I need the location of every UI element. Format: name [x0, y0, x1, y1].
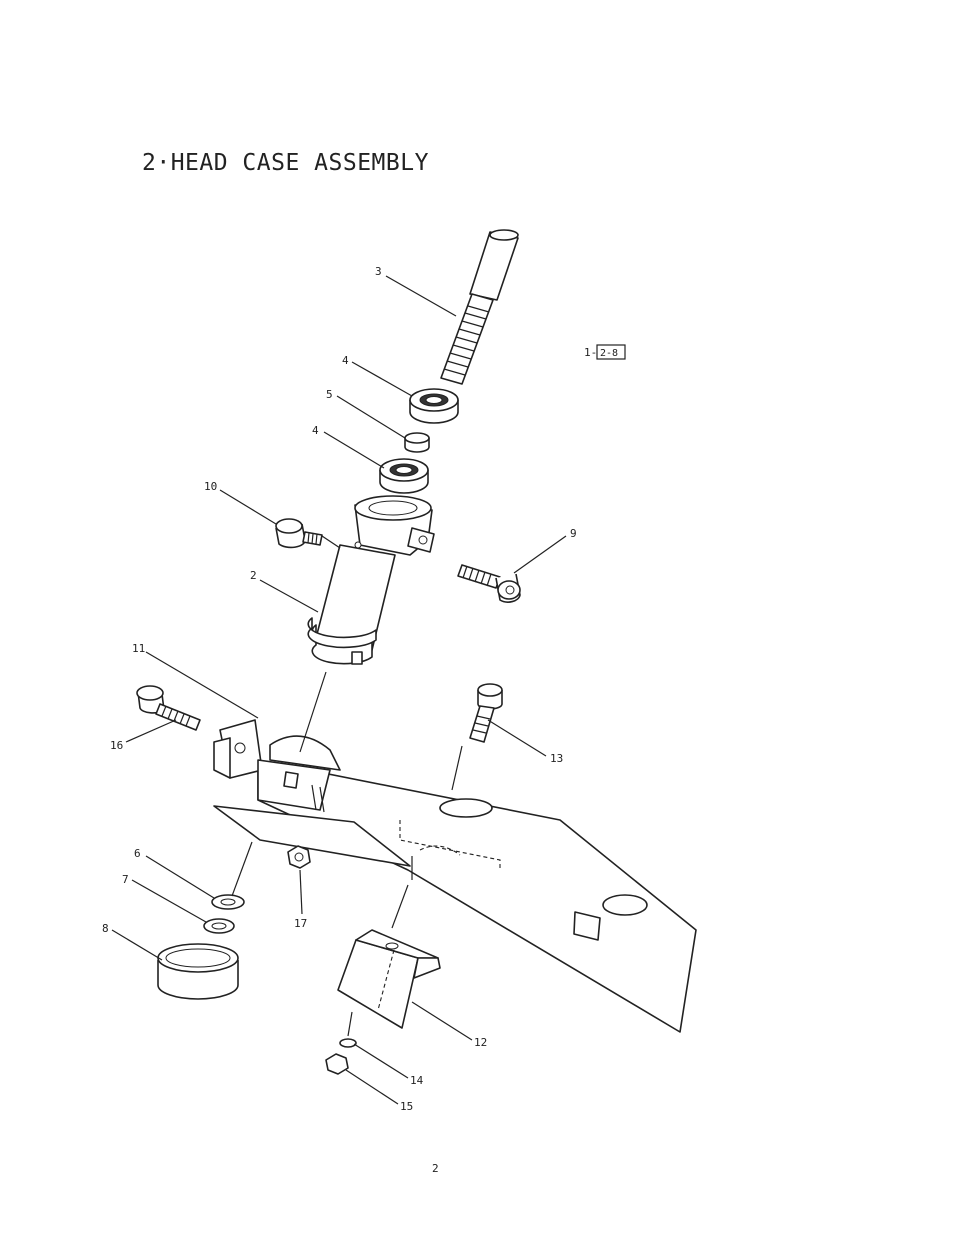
callout-5: 5 — [326, 388, 333, 401]
callout-15: 15 — [400, 1100, 413, 1113]
part-9-screw — [457, 564, 521, 603]
callout-4-upper: 4 — [342, 354, 349, 367]
part-8-collar — [157, 943, 239, 1000]
part-2-head-case — [307, 495, 435, 665]
reference-boxed-text: 2-8 — [600, 348, 618, 359]
callout-7: 7 — [122, 873, 129, 886]
page-number: 2 — [432, 1162, 439, 1175]
callout-labels: 3 4 5 4 10 9 2 11 16 13 6 7 8 17 12 14 1… — [102, 265, 577, 1113]
part-15-nut — [325, 1053, 349, 1075]
part-4-bearing-upper — [409, 388, 459, 424]
callout-11: 11 — [132, 642, 145, 655]
callout-14: 14 — [410, 1074, 424, 1087]
callout-9: 9 — [570, 527, 577, 540]
leader-lines — [111, 275, 567, 1105]
part-11-arm — [213, 719, 697, 1033]
part-3-shaft — [440, 229, 519, 385]
callout-6: 6 — [134, 847, 141, 860]
callout-17: 17 — [294, 917, 307, 930]
callout-3: 3 — [375, 265, 382, 278]
part-13-bolt — [469, 683, 503, 743]
part-17-nut — [287, 845, 311, 869]
assembly-lines — [231, 535, 463, 1037]
part-16-bolt — [136, 685, 201, 731]
page-title: 2·HEAD CASE ASSEMBLY — [142, 150, 429, 176]
part-4-bearing-lower — [379, 458, 429, 494]
part-14-washer — [339, 1038, 357, 1048]
reference-prefix: 1- — [584, 346, 597, 359]
part-6-washer — [211, 894, 245, 910]
callout-4-lower: 4 — [312, 424, 319, 437]
reference-box — [596, 344, 626, 360]
callout-12: 12 — [474, 1036, 487, 1049]
callout-13: 13 — [550, 752, 563, 765]
part-7-e-ring — [203, 918, 235, 934]
callout-8: 8 — [102, 922, 109, 935]
part-5-spacer — [404, 432, 430, 453]
callout-10: 10 — [204, 480, 217, 493]
callout-2: 2 — [250, 569, 257, 582]
part-10-screw — [275, 518, 323, 549]
part-12-bracket-block — [337, 929, 441, 1029]
callout-16: 16 — [110, 739, 123, 752]
reference-marker: 1- 2-8 — [584, 344, 626, 360]
